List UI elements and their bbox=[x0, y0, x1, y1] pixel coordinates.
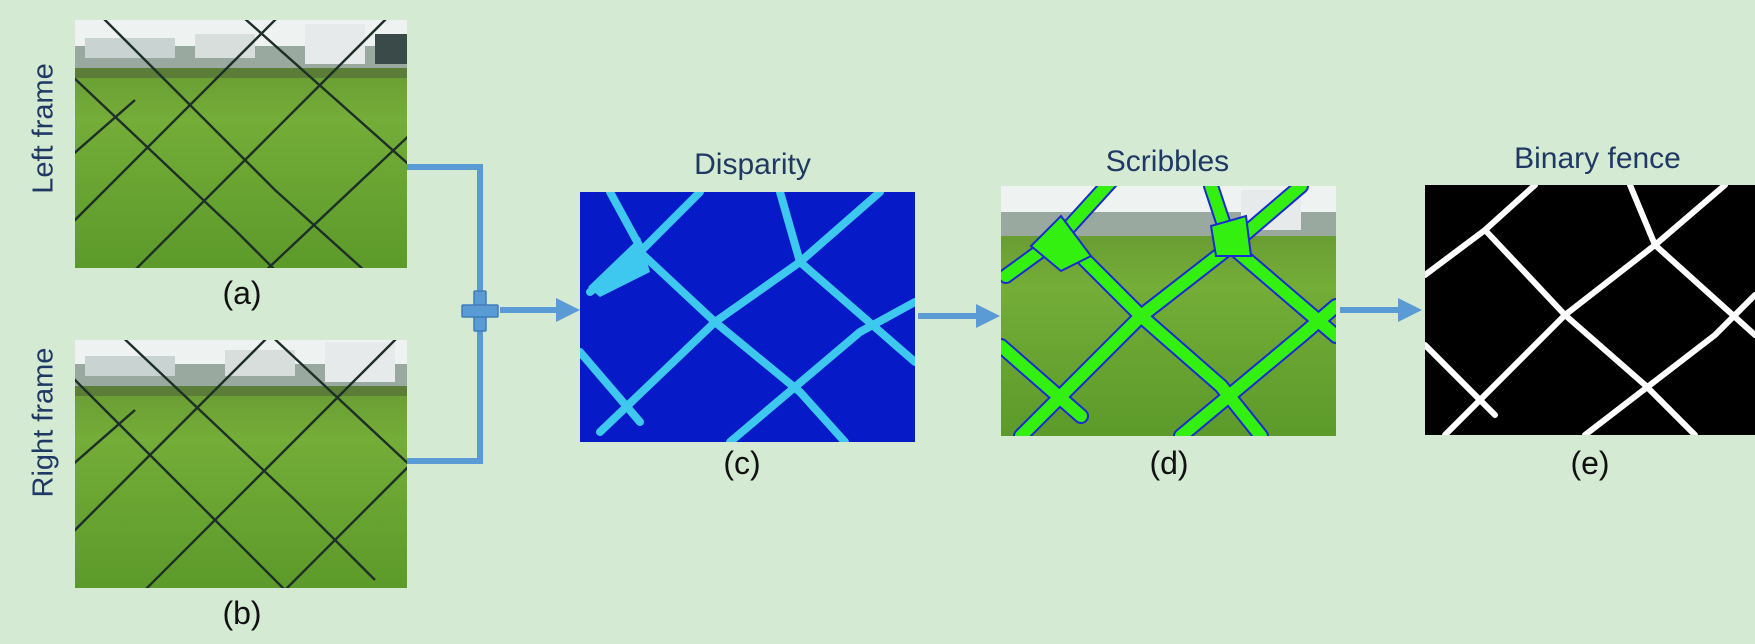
caption-e: (e) bbox=[1570, 445, 1610, 481]
caption-d: (d) bbox=[1149, 445, 1189, 481]
scribbles-image bbox=[1001, 186, 1336, 436]
disparity-image bbox=[580, 192, 915, 442]
disparity-arrow-head bbox=[976, 304, 1000, 328]
binary-fence-image bbox=[1425, 185, 1755, 435]
right-frame-image bbox=[75, 340, 407, 588]
binary-fence-title: Binary fence bbox=[1514, 142, 1681, 175]
plus-icon bbox=[461, 290, 499, 332]
scribbles-arrow-head bbox=[1398, 298, 1422, 322]
left-frame-image bbox=[75, 20, 407, 268]
caption-a: (a) bbox=[222, 275, 262, 311]
merge-arrow-head bbox=[556, 298, 580, 322]
scribbles-title: Scribbles bbox=[1105, 145, 1230, 178]
caption-c: (c) bbox=[723, 445, 761, 481]
disparity-title: Disparity bbox=[694, 148, 811, 181]
caption-b: (b) bbox=[222, 595, 262, 631]
